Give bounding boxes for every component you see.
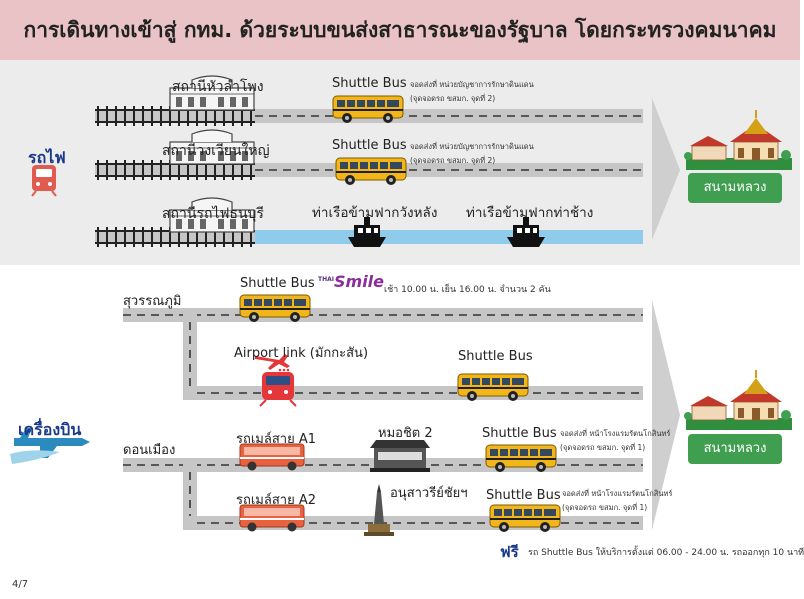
thai-smile-prefix: THAI (318, 276, 334, 283)
free-label: ฟรี (500, 543, 519, 561)
shuttle-service-hours: รถ Shuttle Bus ให้บริการตั้งแต่ 06.00 - … (528, 548, 804, 558)
station-label-thonburi: สถานีรถไฟธนบุรี (162, 206, 264, 222)
shuttle-note: จอดส่งที่ หน่วยบัญชาการรักษาดินแดน(จุดจอ… (410, 142, 534, 165)
sanam-luang-temple-icon (683, 369, 793, 431)
air-mode-label: เครื่องบิน (18, 420, 82, 439)
bus-a1-label: รถเมล์สาย A1 (236, 432, 316, 447)
shuttle-note: จอดส่งที่ หน่วยบัญชาการรักษาดินแดน(จุดจอ… (410, 80, 534, 103)
shuttle-note: จอดส่งที่ หน้าโรงแรมรัตนโกสินทร์(จุดจอดร… (562, 489, 673, 512)
destination-sanam-luang: สนามหลวง (688, 173, 782, 203)
station-label-hualamphong: สถานีหัวลำโพง (172, 79, 264, 95)
mochit-label: หมอชิต 2 (378, 426, 433, 441)
victory-monument-icon (364, 484, 394, 536)
bus-a2-label: รถเมล์สาย A2 (236, 493, 316, 508)
shuttle-bus-label: Shuttle Bus (240, 276, 315, 291)
airport-link-label: Airport link (มักกะสัน) (234, 346, 369, 361)
destination-sanam-luang: สนามหลวง (688, 434, 782, 464)
suvarnabhumi-label: สุวรรณภูมิ (123, 294, 182, 309)
pier-label-thachang: ท่าเรือข้ามฟากท่าช้าง (466, 205, 594, 221)
airport-link-train-icon (255, 354, 297, 407)
victory-monument-label: อนุสาวรีย์ชัยฯ (390, 486, 468, 501)
thai-smile-logo: Smile (334, 272, 385, 291)
train-icon (31, 165, 57, 197)
river-route (255, 230, 643, 244)
shuttle-bus-label: Shuttle Bus (332, 76, 407, 91)
header-band (0, 0, 800, 60)
sanam-luang-temple-icon (683, 109, 793, 171)
train-mode-label: รถไฟ (28, 148, 66, 167)
mochit-terminal-icon (370, 440, 430, 472)
airplane-icon (10, 428, 90, 464)
shuttle-bus-label: Shuttle Bus (458, 349, 533, 364)
chevron-right-icon (652, 98, 680, 240)
chevron-right-icon (652, 300, 680, 530)
page-title: การเดินทางเข้าสู่ กทม. ด้วยระบบขนส่งสาธา… (23, 18, 777, 42)
shuttle-note: จอดส่งที่ หน้าโรงแรมรัตนโกสินทร์(จุดจอดร… (560, 429, 671, 452)
shuttle-bus-label: Shuttle Bus (482, 426, 557, 441)
smile-bus-schedule: เช้า 10.00 น. เย็น 16.00 น. จำนวน 2 คัน (384, 285, 551, 295)
shuttle-bus-label: Shuttle Bus (486, 488, 561, 503)
page-number: 4/7 (12, 579, 29, 590)
pier-label-wanglang: ท่าเรือข้ามฟากวังหลัง (312, 205, 438, 221)
donmueang-label: ดอนเมือง (123, 443, 176, 458)
station-label-wongwianyai: สถานีวงเวียนใหญ่ (162, 143, 270, 159)
shuttle-bus-label: Shuttle Bus (332, 138, 407, 153)
shuttle-bus-icon (335, 157, 407, 186)
